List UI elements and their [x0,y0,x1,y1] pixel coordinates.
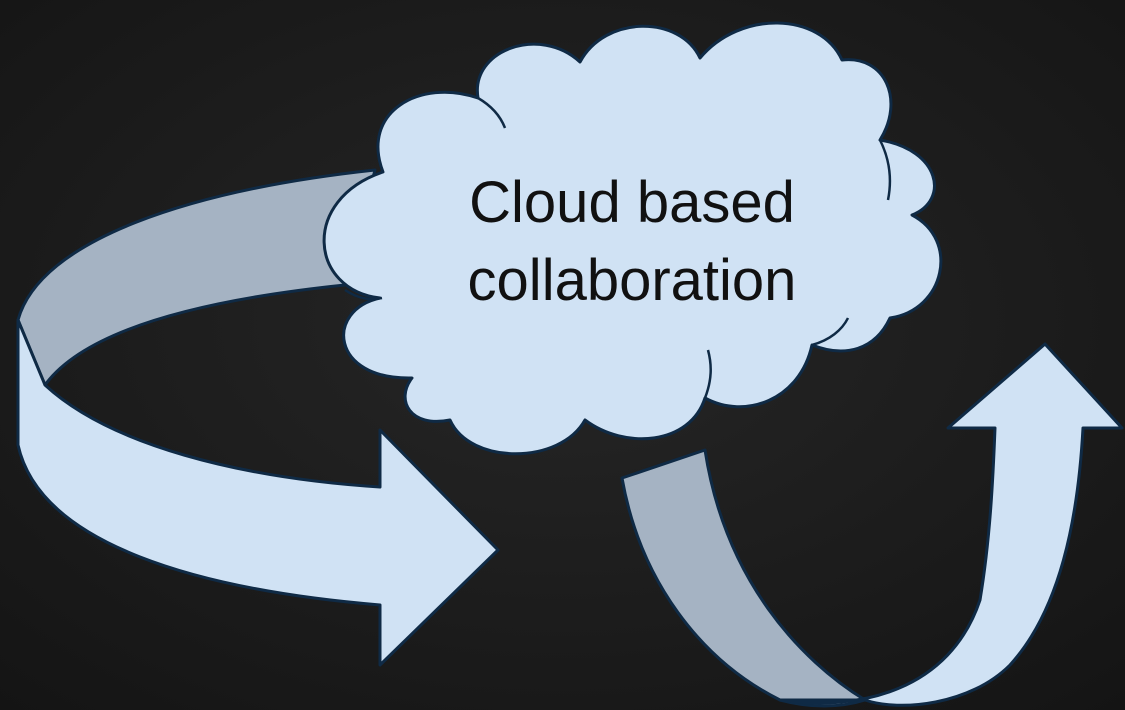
cloud-inner-line-bottom [703,349,712,399]
cloud-label-line-1: Cloud based [469,170,795,235]
curved-arrow-icon [16,168,500,667]
u-turn-arrow-back-band [620,448,867,708]
cloud-inner-line-right [878,139,892,201]
cloud-label-line-2: collaboration [468,248,797,313]
cloud-inner-line-left [344,288,383,301]
cloud-icon: Cloud based collaboration [322,21,943,456]
cloud-shape [322,21,943,456]
cloud-inner-line-lower-right [811,317,850,347]
u-turn-arrow-front-band [778,342,1124,707]
cloud-inner-line-top [477,96,507,129]
curved-arrow-front-band [16,318,500,667]
u-turn-arrow-icon [620,342,1124,708]
